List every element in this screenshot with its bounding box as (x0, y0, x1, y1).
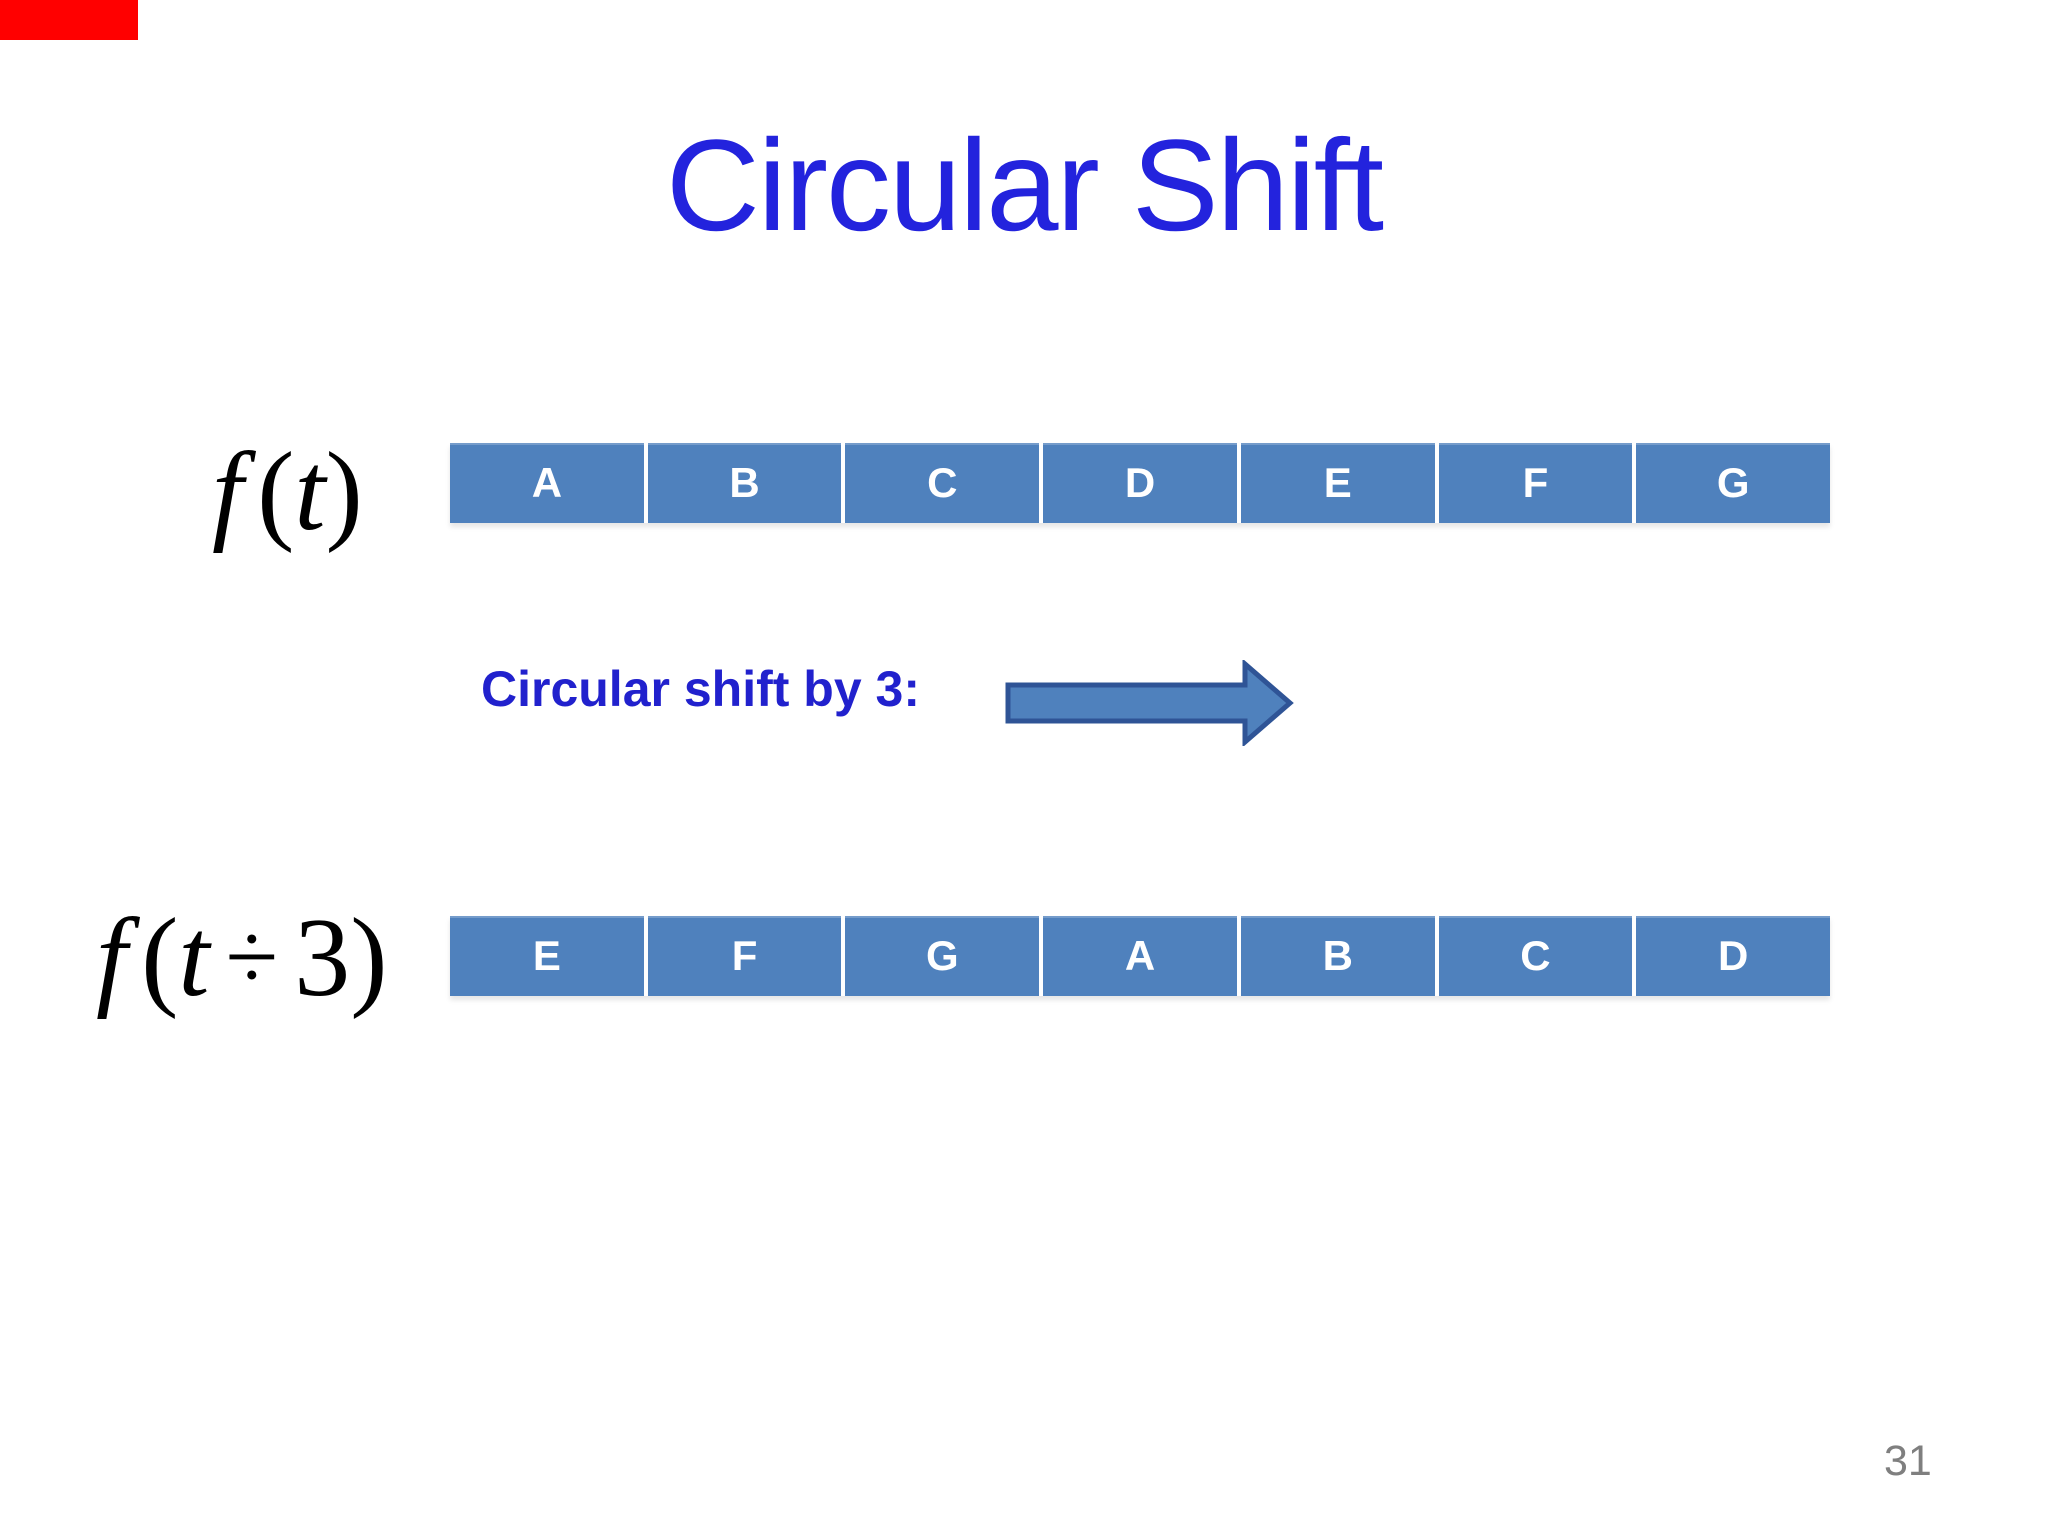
math-close-paren: ) (350, 896, 388, 1020)
function-label-original: f(t) (212, 436, 363, 548)
signal-cell: C (1438, 916, 1633, 996)
signal-row-original: A B C D E F G (450, 443, 1831, 523)
signal-cell: A (1043, 916, 1237, 996)
signal-cell: E (1240, 443, 1435, 523)
math-shift-amount: 3 (294, 896, 351, 1020)
signal-cell: F (647, 916, 842, 996)
math-division-sign: ÷ (225, 903, 279, 1010)
right-arrow-icon (1005, 660, 1294, 746)
signal-cell: B (647, 443, 842, 523)
signal-cell: D (1636, 916, 1831, 996)
signal-row-shifted: E F G A B C D (450, 916, 1831, 996)
math-var-t: t (178, 896, 210, 1020)
signal-cell: B (1240, 916, 1435, 996)
signal-cell: C (845, 443, 1040, 523)
signal-cell: D (1043, 443, 1237, 523)
recording-indicator (0, 0, 138, 40)
function-label-shifted: f(t÷3) (96, 902, 388, 1014)
page-number: 31 (1884, 1437, 1932, 1485)
math-open-paren: ( (141, 896, 179, 1020)
signal-cell: A (450, 443, 644, 523)
signal-cell: G (1636, 443, 1831, 523)
page-title: Circular Shift (665, 112, 1384, 258)
math-f: f (212, 430, 244, 554)
math-f: f (96, 896, 128, 1020)
shift-caption: Circular shift by 3: (481, 661, 920, 717)
signal-cell: G (845, 916, 1040, 996)
signal-cell: F (1438, 443, 1633, 523)
math-open-paren: ( (257, 430, 295, 554)
math-var-t: t (294, 430, 326, 554)
math-close-paren: ) (325, 430, 363, 554)
signal-cell: E (450, 916, 644, 996)
